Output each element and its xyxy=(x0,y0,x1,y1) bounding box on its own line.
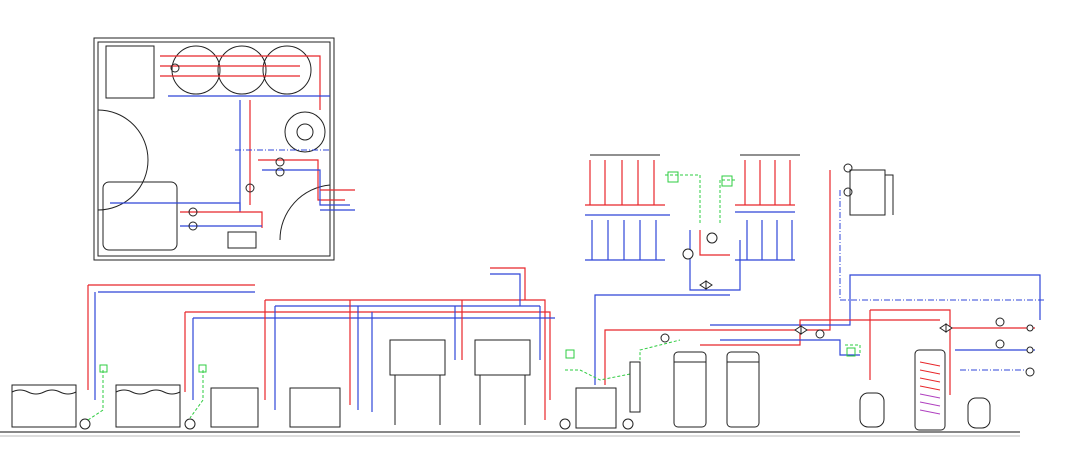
pump-icon xyxy=(184,418,196,430)
pump-icon xyxy=(170,63,180,73)
valve-icon xyxy=(939,323,947,333)
tank-icon xyxy=(849,169,886,216)
pump-icon xyxy=(706,232,718,244)
tank-icon xyxy=(389,339,446,376)
sensor-icon xyxy=(995,317,1005,327)
expansion-vessel-icon xyxy=(859,392,885,428)
plan-tank-3 xyxy=(262,45,312,95)
boiler-icon xyxy=(673,351,707,428)
pipe-red-header xyxy=(660,170,831,331)
valve-icon xyxy=(800,325,808,335)
pump-icon xyxy=(1026,324,1034,332)
plan-inner-wall xyxy=(97,41,331,257)
control-line-2 xyxy=(189,370,204,419)
sensor-icon xyxy=(198,364,207,373)
pump-icon xyxy=(275,157,285,167)
sensor-icon xyxy=(667,171,679,183)
sensor-icon xyxy=(843,163,853,173)
tank-icon xyxy=(210,387,259,428)
control-line-center xyxy=(565,339,681,381)
plan-tank-2 xyxy=(217,45,267,95)
pump-icon xyxy=(815,329,825,339)
tank-icon xyxy=(289,387,341,428)
heat-exchanger-icon xyxy=(629,361,641,413)
sensor-icon xyxy=(99,364,108,373)
center-section xyxy=(565,170,1041,429)
sensor-icon xyxy=(721,175,733,187)
tank-overflow xyxy=(885,174,894,215)
plan-tank-1 xyxy=(171,45,221,95)
pump-icon xyxy=(245,183,255,193)
pipe-red-riser xyxy=(490,267,526,300)
valve-icon xyxy=(945,323,953,333)
pipe-red-mid xyxy=(185,311,551,400)
tank-water-level xyxy=(115,389,181,395)
tank-icon xyxy=(474,339,531,376)
pipe-red-right xyxy=(870,309,951,395)
control-line-manifold-2 xyxy=(719,179,735,225)
pump-icon xyxy=(79,418,91,430)
plan-tank-4-inner xyxy=(296,123,314,141)
plan-outer-wall xyxy=(93,37,335,261)
door-swing-right xyxy=(279,184,331,241)
pump-icon xyxy=(682,248,694,260)
plan-pipe-red-6 xyxy=(180,211,263,228)
pipe-blue-center xyxy=(594,294,730,385)
manifold-icon xyxy=(227,231,257,249)
expansion-vessel-icon xyxy=(967,397,991,429)
tank-water-level xyxy=(11,389,77,395)
plan-unit-bottomleft xyxy=(102,181,178,251)
valve-icon xyxy=(699,280,707,290)
heating-coil-2 xyxy=(919,393,941,415)
door-swing-left xyxy=(97,109,149,161)
storage-cylinder xyxy=(914,349,946,431)
pipe-blue-header xyxy=(710,274,1041,326)
valve-icon xyxy=(794,325,802,335)
right-section xyxy=(839,163,1045,431)
plan-unit-topleft xyxy=(105,45,155,99)
valve-icon xyxy=(705,280,713,290)
boiler-icon xyxy=(726,351,760,428)
pipe-blue-riser xyxy=(490,273,521,306)
pump-icon xyxy=(1025,367,1035,377)
plan-pipe-red-5 xyxy=(258,159,345,201)
pump-icon xyxy=(1026,346,1034,354)
control-line-manifold xyxy=(665,174,701,225)
sensor-icon xyxy=(995,339,1005,349)
pump-icon xyxy=(275,167,285,177)
plan-pipe-blue-4 xyxy=(110,202,241,212)
plan-tank-4 xyxy=(284,111,326,153)
floor-plan xyxy=(93,37,355,261)
plan-pipe-blue-3 xyxy=(262,169,350,206)
pump-icon xyxy=(660,333,670,343)
sensor-icon xyxy=(843,187,853,197)
control-line-right xyxy=(845,344,861,355)
tank-icon xyxy=(575,387,617,429)
pipe-dashed-right xyxy=(839,190,1045,301)
pump-icon xyxy=(622,418,634,430)
pipe-blue-header-2 xyxy=(720,339,860,356)
tank-icon xyxy=(11,384,77,428)
plan-pipe-red-1 xyxy=(160,55,321,110)
control-line-1 xyxy=(87,370,104,421)
manifold-supply xyxy=(699,230,730,256)
left-elevation xyxy=(11,267,634,430)
manifold-return xyxy=(689,230,741,291)
pump-icon xyxy=(188,207,198,217)
pipe-red-center xyxy=(604,329,660,385)
tank-icon xyxy=(115,384,181,428)
pump-icon xyxy=(188,221,198,231)
door-swing-left-2 xyxy=(97,159,149,211)
pump-icon xyxy=(559,418,571,430)
manifold-group xyxy=(585,154,800,291)
heating-coil xyxy=(919,361,941,391)
sensor-icon xyxy=(846,347,856,357)
pipe-red-main xyxy=(265,299,546,420)
sensor-icon xyxy=(565,349,575,359)
